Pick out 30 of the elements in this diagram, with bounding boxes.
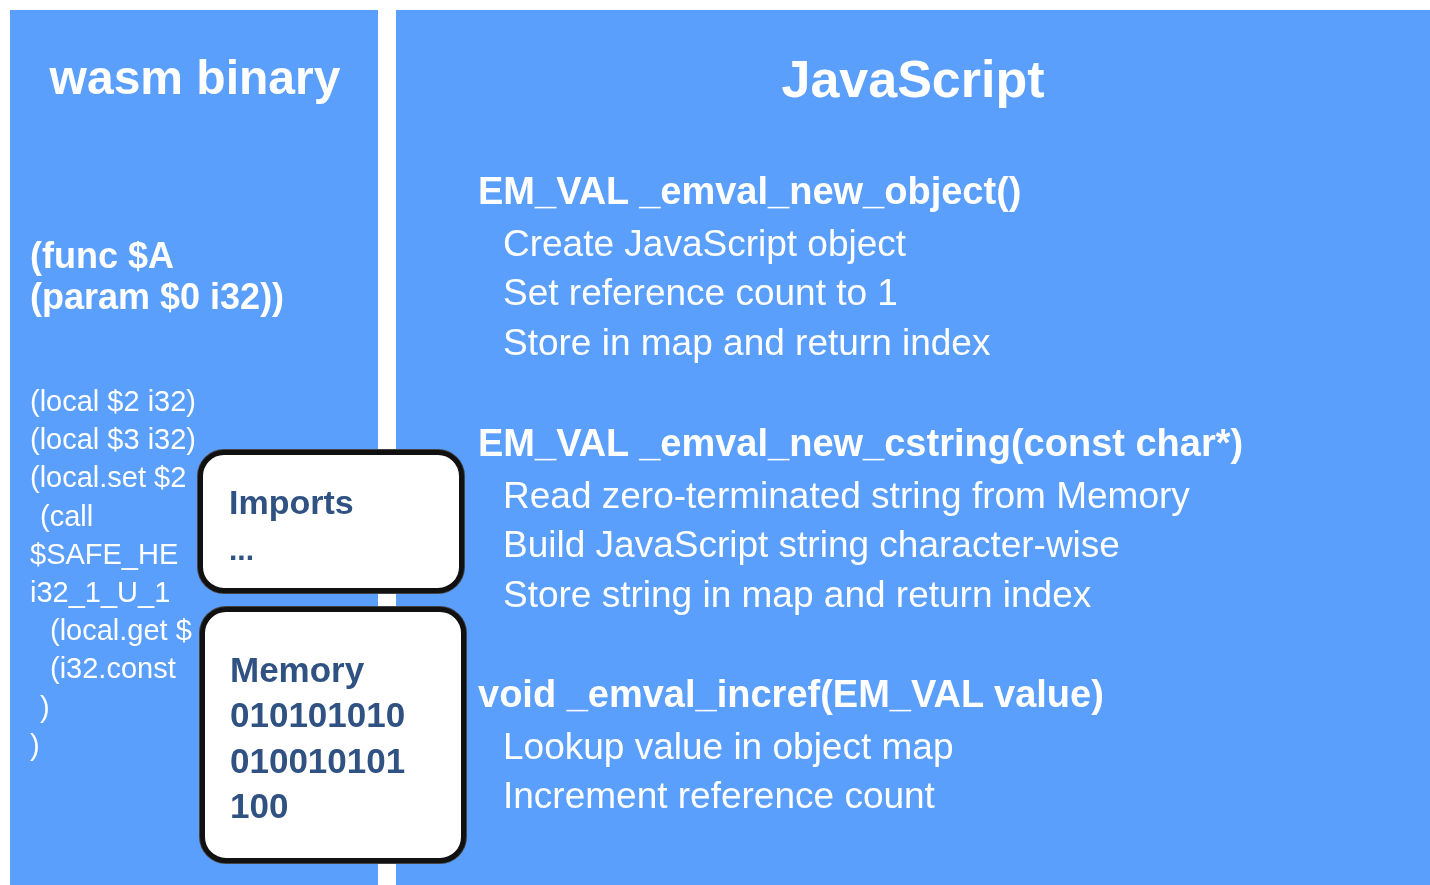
description-line: Read zero-terminated string from Memory: [503, 474, 1190, 518]
description-line: Store in map and return index: [503, 321, 991, 365]
code-line: (local $2 i32): [30, 385, 197, 419]
code-line: ): [40, 690, 50, 724]
description-line: Set reference count to 1: [503, 272, 898, 315]
code-line: $SAFE_HE: [30, 537, 179, 572]
binary-digits: 010101010 010010101 100: [230, 694, 407, 827]
function-heading: EM_VAL _emval_new_cstring(const char*): [478, 422, 1244, 466]
memory-card: [200, 607, 466, 863]
description-line: Store string in map and return index: [503, 573, 1092, 617]
panel-title: JavaScript: [780, 50, 1046, 110]
code-line: ): [30, 728, 40, 763]
ellipsis-text: ...: [229, 533, 254, 568]
code-line: (local.get $: [50, 614, 192, 648]
imports-card: [198, 450, 464, 593]
code-line: (local.set $2: [30, 461, 187, 495]
panel-title: wasm binary: [48, 50, 342, 106]
function-heading: EM_VAL _emval_new_object(): [478, 170, 1022, 214]
function-heading: void _emval_incref(EM_VAL value): [478, 673, 1104, 717]
card-title: Memory: [230, 650, 365, 691]
card-title: Imports: [229, 483, 354, 523]
code-line: i32_1_U_1: [30, 576, 171, 610]
code-line: (i32.const: [50, 652, 176, 686]
description-line: Build JavaScript string character-wise: [503, 524, 1120, 567]
function-signature: (func $A (param $0 i32)): [30, 235, 286, 318]
code-line: (call: [40, 499, 94, 533]
description-line: Create JavaScript object: [503, 222, 907, 266]
code-line: (local $3 i32): [30, 423, 197, 457]
description-line: Lookup value in object map: [503, 725, 954, 769]
description-line: Increment reference count: [503, 775, 935, 818]
